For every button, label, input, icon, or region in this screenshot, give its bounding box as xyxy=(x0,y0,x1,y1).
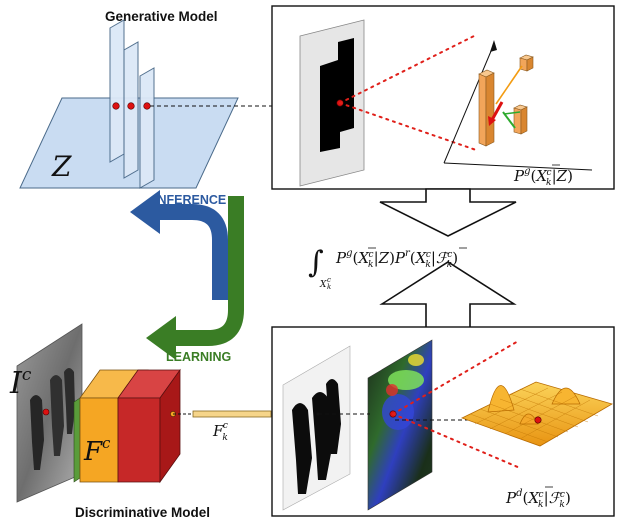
slice-2 xyxy=(123,41,139,179)
discriminative-model-title: Discriminative Model xyxy=(75,505,210,520)
discriminative-formula: Pd(Xkc|ℱkc) xyxy=(505,488,571,510)
axis-vertical xyxy=(443,43,495,164)
generative-model-title: Generative Model xyxy=(105,9,218,24)
bar-small-top xyxy=(519,54,534,72)
svg-text:Pg(Xkc|Z)Pr(Xkc|ℱkc): Pg(Xkc|Z)Pr(Xkc|ℱkc) xyxy=(335,248,458,270)
gen-dotted-up xyxy=(339,34,477,104)
vector-red-head xyxy=(488,116,496,126)
gen-dotted-down xyxy=(339,102,477,151)
learning-arrow xyxy=(146,196,244,360)
inference-label: INFERENCE xyxy=(154,193,226,207)
generative-panel: Pg(Xkc|Z) xyxy=(271,5,615,190)
svg-text:∫: ∫ xyxy=(308,245,324,280)
z-label: Z xyxy=(51,150,72,183)
bar-tall xyxy=(478,69,495,147)
slice-point-3 xyxy=(143,102,151,110)
bar-small-mid xyxy=(513,104,528,135)
vector-green-2 xyxy=(503,111,521,115)
segmentation-mask xyxy=(292,379,341,494)
slice-3 xyxy=(139,67,155,189)
feature-cuboid xyxy=(73,368,181,484)
silhouette-mask xyxy=(320,38,354,152)
feature-vector-label: Fkc xyxy=(212,421,228,443)
integral-formula: ∫ X k c Pg(Xkc|Z)Pr(Xkc|ℱkc) xyxy=(308,245,467,291)
cuboid-green-slice xyxy=(73,397,81,483)
z-plane-diagram: Z xyxy=(19,19,239,189)
inference-arrow xyxy=(130,190,228,300)
image-label: Ic xyxy=(9,365,32,401)
up-block-arrow xyxy=(379,261,517,329)
cuboid-red-side xyxy=(159,368,181,484)
svg-text:k: k xyxy=(327,283,331,291)
axis-arrowhead xyxy=(490,40,497,52)
discriminative-panel: Pd(Xkc|ℱkc) xyxy=(271,326,615,517)
feature-label: Fc xyxy=(83,434,111,467)
svg-text:c: c xyxy=(327,276,331,284)
learning-label: LEARNING xyxy=(166,350,231,364)
input-image xyxy=(16,323,83,503)
svg-text:X: X xyxy=(319,280,327,290)
feature-vector-bar xyxy=(192,410,272,418)
disc-dotted-down xyxy=(392,413,521,469)
surface-point xyxy=(534,416,542,424)
vector-orange xyxy=(495,65,523,105)
probability-surface xyxy=(460,381,614,447)
down-block-arrow xyxy=(379,188,517,237)
slice-point-2 xyxy=(127,102,135,110)
axis-horizontal xyxy=(443,162,593,171)
slice-1 xyxy=(109,19,125,163)
cuboid-red-front xyxy=(117,397,161,483)
vector-red xyxy=(490,101,504,121)
image-point xyxy=(42,408,50,416)
generative-formula: Pg(Xkc|Z) xyxy=(513,166,573,188)
slice-point-1 xyxy=(112,102,120,110)
